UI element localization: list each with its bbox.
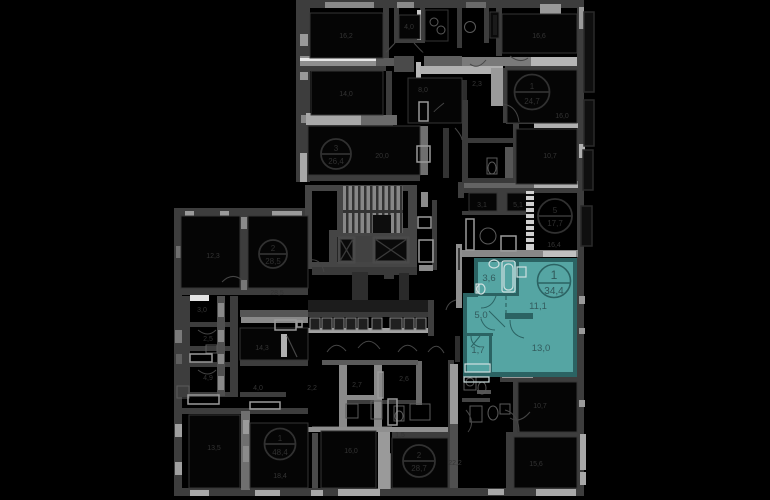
svg-text:24,7: 24,7 (524, 97, 540, 106)
svg-text:18,4: 18,4 (273, 473, 287, 480)
svg-text:13,5: 13,5 (207, 445, 221, 452)
svg-text:12,3: 12,3 (206, 253, 220, 260)
svg-text:2: 2 (271, 244, 276, 253)
svg-text:13,0: 13,0 (532, 343, 551, 354)
svg-text:5: 5 (553, 206, 558, 215)
svg-text:5,1: 5,1 (513, 202, 523, 209)
svg-text:20,0: 20,0 (375, 153, 389, 160)
svg-text:10,7: 10,7 (543, 153, 557, 160)
svg-text:2,2: 2,2 (307, 385, 317, 392)
svg-text:28,5: 28,5 (265, 257, 281, 266)
svg-text:1,5: 1,5 (395, 432, 405, 439)
svg-text:14,0: 14,0 (339, 91, 353, 98)
svg-text:15,6: 15,6 (529, 461, 543, 468)
svg-text:4,0: 4,0 (404, 24, 414, 31)
svg-text:16,0: 16,0 (344, 448, 358, 455)
svg-text:16,0: 16,0 (555, 113, 569, 120)
svg-text:2,5: 2,5 (203, 336, 213, 343)
svg-text:8,0: 8,0 (418, 87, 428, 94)
svg-text:2,6: 2,6 (399, 376, 409, 383)
svg-text:34,4: 34,4 (544, 286, 564, 297)
svg-text:14,3: 14,3 (255, 345, 269, 352)
svg-text:3,0: 3,0 (197, 307, 207, 314)
svg-text:11,1: 11,1 (529, 301, 547, 312)
svg-text:16,6: 16,6 (532, 33, 546, 40)
svg-text:16,2: 16,2 (339, 33, 353, 40)
svg-text:26,4: 26,4 (328, 157, 344, 166)
svg-text:5,0: 5,0 (474, 310, 487, 321)
svg-text:3,1: 3,1 (477, 202, 487, 209)
svg-text:28,7: 28,7 (411, 464, 427, 473)
svg-text:1: 1 (551, 268, 558, 282)
svg-text:1,7: 1,7 (471, 345, 484, 356)
svg-text:16,4: 16,4 (547, 242, 561, 249)
svg-text:10,7: 10,7 (533, 403, 547, 410)
svg-text:2,7: 2,7 (352, 382, 362, 389)
svg-text:1: 1 (278, 434, 283, 443)
svg-text:1: 1 (530, 82, 535, 91)
svg-text:3,6: 3,6 (482, 273, 495, 284)
svg-text:22,2: 22,2 (448, 460, 462, 467)
svg-text:17,7: 17,7 (547, 219, 563, 228)
svg-text:4,0: 4,0 (253, 385, 263, 392)
svg-text:28,5: 28,5 (270, 290, 284, 297)
svg-text:4,9: 4,9 (203, 375, 213, 382)
svg-text:3: 3 (334, 144, 339, 153)
svg-text:2: 2 (417, 451, 422, 460)
svg-text:2,3: 2,3 (472, 81, 482, 88)
svg-text:48,4: 48,4 (272, 448, 288, 457)
